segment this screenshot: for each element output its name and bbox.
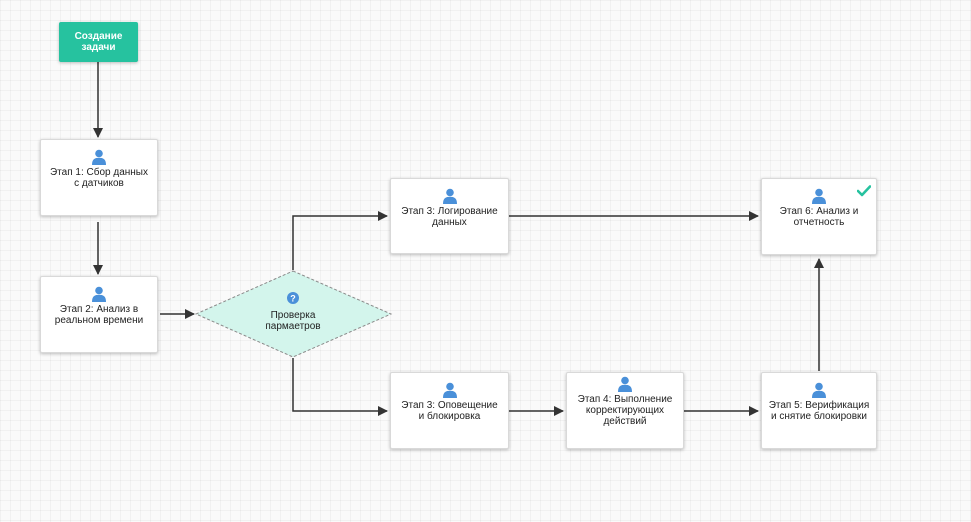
user-icon bbox=[442, 188, 457, 204]
task-label: Этап 2: Анализ в реальном времени bbox=[54, 304, 144, 326]
question-icon: ? bbox=[287, 292, 299, 304]
edge-gateway-step3b[interactable] bbox=[292, 358, 388, 416]
user-icon bbox=[442, 382, 457, 398]
task-node-step5[interactable]: Этап 5: Верификация и снятие блокировки bbox=[761, 372, 877, 449]
user-icon bbox=[618, 376, 632, 392]
task-node-step1[interactable]: Этап 1: Сбор данных с датчиков bbox=[40, 139, 158, 216]
gateway-label: Проверка пармаетров bbox=[265, 310, 321, 332]
task-label: Этап 4: Выполнение корректирующих действ… bbox=[577, 394, 673, 427]
task-node-step2[interactable]: Этап 2: Анализ в реальном времени bbox=[40, 276, 158, 353]
user-icon bbox=[812, 382, 826, 398]
task-node-step3-alert[interactable]: Этап 3: Оповещение и блокировка bbox=[390, 372, 509, 449]
task-label: Этап 3: Логирование данных bbox=[401, 206, 498, 228]
user-icon bbox=[812, 188, 826, 204]
task-node-step4[interactable]: Этап 4: Выполнение корректирующих действ… bbox=[566, 372, 684, 449]
task-label: Этап 5: Верификация и снятие блокировки bbox=[768, 400, 870, 422]
task-node-step3-logging[interactable]: Этап 3: Логирование данных bbox=[390, 178, 509, 254]
start-task-node[interactable]: Создание задачи bbox=[59, 22, 138, 62]
task-label: Этап 3: Оповещение и блокировка bbox=[401, 400, 498, 422]
task-node-step6[interactable]: Этап 6: Анализ и отчетность bbox=[761, 178, 877, 255]
edge-gateway-step3a[interactable] bbox=[292, 211, 388, 270]
user-icon bbox=[92, 149, 106, 165]
svg-text:?: ? bbox=[290, 294, 296, 304]
task-label: Этап 6: Анализ и отчетность bbox=[779, 206, 859, 228]
gateway-diamond[interactable] bbox=[194, 270, 393, 358]
user-icon bbox=[92, 286, 106, 302]
checkmark-icon bbox=[857, 185, 871, 197]
task-label: Этап 1: Сбор данных с датчиков bbox=[49, 167, 148, 189]
